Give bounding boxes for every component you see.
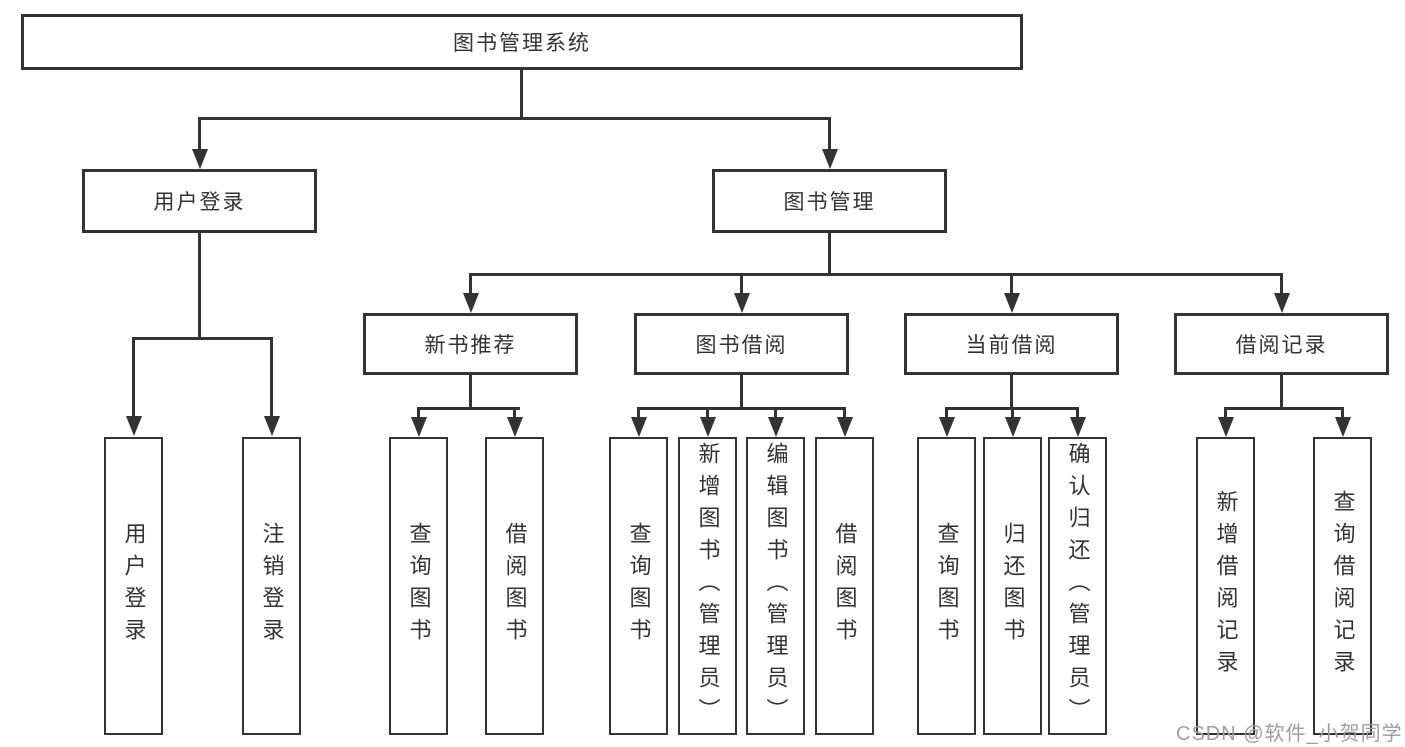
node-label: 查询图书 [406,522,432,650]
node-cb-return-book: 归还图书 [983,437,1042,735]
node-current-borrow: 当前借阅 [904,313,1119,375]
arrow-nb-borrow [506,407,523,437]
arrow-br-add [1217,407,1234,437]
connector-borrow-record-bar [1224,407,1344,410]
connector-level2-bar [198,117,831,120]
connector-new-book-drop [469,375,472,407]
node-nb-query-book: 查询图书 [389,437,448,735]
node-cb-query-book: 查询图书 [917,437,976,735]
csdn-watermark: CSDN @软件_小贺同学 [1176,723,1403,745]
node-cb-confirm-return-admin: 确认归还（管理员） [1048,437,1107,735]
node-label: 编辑图书（管理员） [763,442,789,730]
node-label: 借阅记录 [1235,334,1328,357]
arrow-bb-query [630,407,647,437]
node-book-borrow: 图书借阅 [634,313,849,375]
node-bb-query-book: 查询图书 [609,437,668,735]
connector-root-drop [520,69,523,117]
arrow-bb-edit [767,407,784,437]
node-label: 借阅图书 [502,522,528,650]
node-nb-borrow-book: 借阅图书 [485,437,544,735]
arrow-to-user-login [191,117,208,169]
arrow-to-logout [263,337,280,436]
node-label: 用户登录 [121,522,147,650]
arrow-br-query [1334,407,1351,437]
arrow-bb-add [699,407,716,437]
node-label: 归还图书 [1000,522,1026,650]
node-label: 新增借阅记录 [1213,490,1239,682]
node-label: 用户登录 [153,191,246,214]
connector-current-borrow-drop [1010,375,1013,407]
node-label: 确认归还（管理员） [1065,442,1091,730]
node-bb-add-book-admin: 新增图书（管理员） [678,437,737,735]
node-label: 借阅图书 [832,522,858,650]
arrow-bb-borrow [836,407,853,437]
connector-new-book-bar [417,407,520,410]
node-label: 注销登录 [259,522,285,650]
node-login-vertical: 用户登录 [104,437,163,735]
node-label: 图书管理 [783,191,876,214]
node-bb-borrow-book: 借阅图书 [815,437,874,735]
connector-user-login-drop [198,233,201,337]
connector-level3-bar [469,273,1283,276]
node-br-add-record: 新增借阅记录 [1196,437,1255,735]
connector-book-borrow-drop [740,375,743,407]
node-label: 新增图书（管理员） [695,442,721,730]
node-library-management-system: 图书管理系统 [21,14,1023,70]
arrow-cb-query [938,407,955,437]
connector-book-borrow-bar [637,407,846,410]
node-new-book-recommend: 新书推荐 [363,313,578,375]
node-borrow-record: 借阅记录 [1174,313,1389,375]
node-book-management: 图书管理 [712,169,947,233]
connector-user-login-bar [132,337,273,340]
node-label: 查询图书 [934,522,960,650]
arrow-to-current-borrow [1003,273,1020,313]
node-logout-vertical: 注销登录 [242,437,301,735]
arrow-to-book-borrow [733,273,750,313]
arrow-to-book-management [821,117,838,169]
node-label: 查询图书 [626,522,652,650]
node-label: 当前借阅 [965,334,1058,357]
node-label: 图书管理系统 [453,32,591,55]
arrow-cb-return [1004,407,1021,437]
node-label: 查询借阅记录 [1330,490,1356,682]
arrow-to-new-book [462,273,479,313]
node-user-login: 用户登录 [82,169,317,233]
node-bb-edit-book-admin: 编辑图书（管理员） [746,437,805,735]
connector-book-management-drop [828,233,831,273]
node-label: 新书推荐 [424,334,517,357]
arrow-to-borrow-record [1273,273,1290,313]
node-br-query-record: 查询借阅记录 [1313,437,1372,735]
node-label: 图书借阅 [695,334,788,357]
connector-borrow-record-drop [1280,375,1283,407]
arrow-to-login [125,337,142,436]
arrow-cb-confirm [1069,407,1086,437]
arrow-nb-query [410,407,427,437]
